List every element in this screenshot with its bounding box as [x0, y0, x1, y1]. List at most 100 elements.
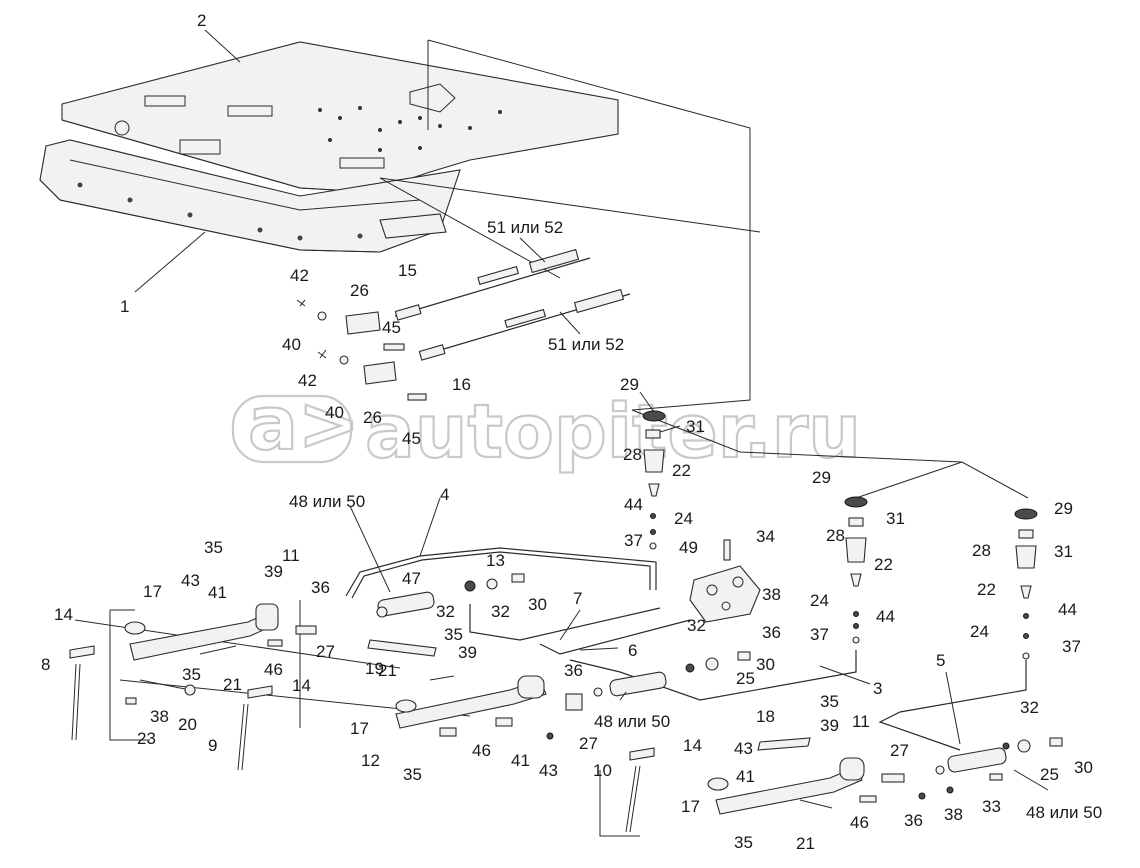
- cable-lower-sleeve-2: [504, 308, 547, 329]
- callout-37c: 37: [1062, 637, 1081, 656]
- callout-26b: 26: [363, 408, 382, 427]
- callout-14c: 14: [683, 736, 702, 755]
- cotter-42b: [317, 349, 327, 359]
- washer-40b: [339, 355, 349, 365]
- callout-44a: 44: [624, 495, 643, 514]
- callout-17c: 17: [681, 797, 700, 816]
- callout-42b: 42: [298, 371, 317, 390]
- callout-28b: 28: [826, 526, 845, 545]
- callout-6: 6: [628, 641, 637, 660]
- cable-lower-sleeve: [573, 288, 625, 314]
- callout-27b: 27: [579, 734, 598, 753]
- callout-30b: 30: [756, 655, 775, 674]
- callout-39a: 39: [458, 643, 477, 662]
- callout-37a: 37: [624, 531, 643, 550]
- callout-35b: 35: [204, 538, 223, 557]
- callout-29b: 29: [812, 468, 831, 487]
- callout-31a: 31: [686, 417, 705, 436]
- pedal-assembly-middle: [395, 675, 583, 740]
- callout-14a: 14: [54, 605, 73, 624]
- callout-22b: 22: [874, 555, 893, 574]
- callout-24b: 24: [810, 591, 829, 610]
- callout-38c: 38: [944, 805, 963, 824]
- tube-5: [878, 660, 1027, 751]
- callout-36d: 36: [904, 811, 923, 830]
- callout-25b: 25: [1040, 765, 1059, 784]
- callout-35f: 35: [734, 833, 753, 852]
- callout-23: 23: [137, 729, 156, 748]
- callout-24a: 24: [674, 509, 693, 528]
- callout-32b: 32: [491, 602, 510, 621]
- watermark-logo-glyph: a>: [248, 381, 360, 467]
- callout-15: 15: [398, 261, 417, 280]
- callout-46c: 46: [850, 813, 869, 832]
- plate-cutout-4: [179, 139, 221, 155]
- callout-36b: 36: [311, 578, 330, 597]
- callout-12: 12: [361, 751, 380, 770]
- hydraulic-tubes: [345, 547, 1027, 751]
- callout-30c: 30: [1074, 758, 1093, 777]
- plate-cutout-2: [227, 105, 273, 117]
- callout-46b: 46: [472, 741, 491, 760]
- cotter-42a: [296, 299, 306, 307]
- callout-19: 19: [365, 659, 384, 678]
- plate-hole-1: [114, 120, 130, 136]
- callout-43b: 43: [539, 761, 558, 780]
- callout-39b: 39: [264, 562, 283, 581]
- callout-34: 34: [756, 527, 775, 546]
- callout-48b: 48 или 50: [594, 712, 670, 731]
- callout-30a: 30: [528, 595, 547, 614]
- floor-plate-assembly: [39, 41, 619, 253]
- callout-35e: 35: [403, 765, 422, 784]
- washer-40a: [317, 311, 327, 321]
- callout-51b: 51 или 52: [548, 335, 624, 354]
- callout-8: 8: [41, 655, 50, 674]
- callout-49: 49: [679, 538, 698, 557]
- callout-32c: 32: [687, 616, 706, 635]
- callout-39c: 39: [820, 716, 839, 735]
- callout-1: 1: [120, 297, 129, 316]
- callout-21a: 21: [378, 661, 397, 680]
- callout-48c: 48 или 50: [1026, 803, 1102, 822]
- clevis-26b: [363, 361, 397, 385]
- callout-45a: 45: [382, 318, 401, 337]
- callout-17a: 17: [143, 582, 162, 601]
- callout-41a: 41: [208, 583, 227, 602]
- watermark: a> autopiter.ru: [231, 380, 862, 476]
- cab-frame-inner: [69, 159, 421, 211]
- callout-41b: 41: [511, 751, 530, 770]
- pedal-assembly-left: [69, 603, 455, 771]
- callout-33: 33: [982, 797, 1001, 816]
- reservoir-mid: [844, 496, 868, 644]
- callout-28c: 28: [972, 541, 991, 560]
- master-cylinders: [376, 573, 1063, 775]
- callout-21b: 21: [223, 675, 242, 694]
- leader-lines: [134, 29, 1049, 791]
- tube-4: [345, 547, 657, 597]
- callout-5: 5: [936, 651, 945, 670]
- callout-28a: 28: [623, 445, 642, 464]
- callout-18: 18: [756, 707, 775, 726]
- callout-10: 10: [593, 761, 612, 780]
- callout-38a: 38: [762, 585, 781, 604]
- callout-29a: 29: [620, 375, 639, 394]
- valve-block-49: [689, 539, 761, 623]
- callout-44c: 44: [1058, 600, 1077, 619]
- plate-round-cover: [409, 83, 456, 113]
- callout-31b: 31: [886, 509, 905, 528]
- pedal-assembly-right: [625, 737, 1003, 833]
- watermark-logo-frame: [231, 394, 353, 464]
- callout-7: 7: [573, 589, 582, 608]
- callout-41c: 41: [736, 767, 755, 786]
- callout-4: 4: [440, 485, 449, 504]
- callout-43c: 43: [734, 739, 753, 758]
- callout-31c: 31: [1054, 542, 1073, 561]
- callout-40a: 40: [282, 335, 301, 354]
- callout-25a: 25: [736, 669, 755, 688]
- cable-upper-sleeve-2: [477, 265, 520, 286]
- callout-42a: 42: [290, 266, 309, 285]
- callout-24c: 24: [970, 622, 989, 641]
- clevis-26a: [345, 311, 381, 335]
- callout-48a: 48 или 50: [289, 492, 365, 511]
